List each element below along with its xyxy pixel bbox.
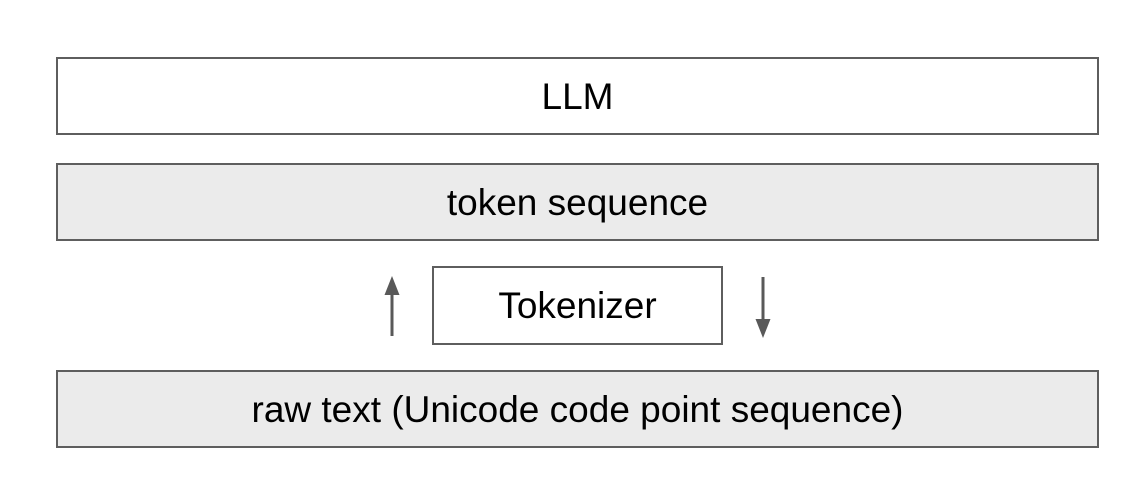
tokenizer-box: Tokenizer bbox=[432, 266, 723, 345]
arrow-up-icon bbox=[384, 276, 400, 336]
raw-text-box: raw text (Unicode code point sequence) bbox=[56, 370, 1099, 448]
tokenizer-label: Tokenizer bbox=[498, 285, 657, 326]
llm-label: LLM bbox=[541, 75, 614, 117]
token-sequence-box: token sequence bbox=[56, 163, 1099, 241]
llm-box: LLM bbox=[56, 57, 1099, 135]
token-sequence-label: token sequence bbox=[446, 181, 709, 223]
raw-text-label: raw text (Unicode code point sequence) bbox=[251, 388, 904, 430]
arrow-down-icon bbox=[755, 277, 771, 338]
